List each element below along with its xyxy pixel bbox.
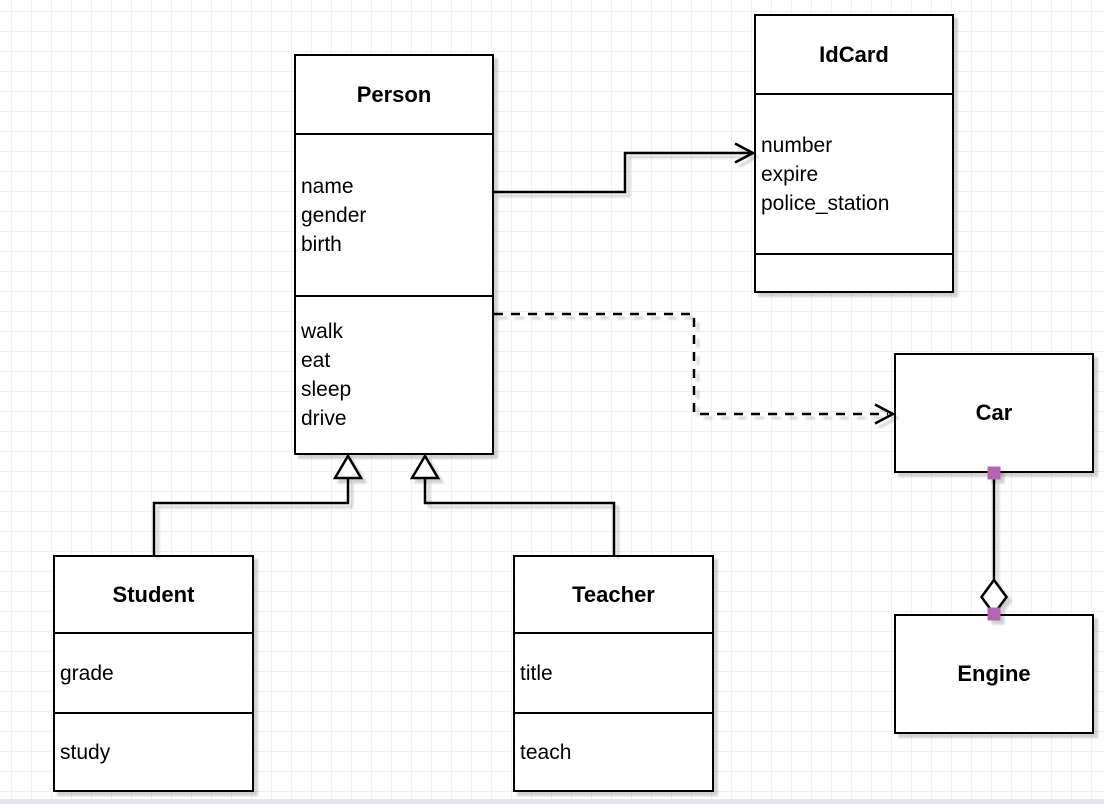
method-item: sleep bbox=[301, 378, 352, 401]
class-teacher-title: Teacher bbox=[572, 581, 655, 607]
attribute-item: birth bbox=[301, 232, 342, 256]
class-teacher[interactable]: Teacher title teach bbox=[513, 555, 714, 792]
class-engine-title: Engine bbox=[957, 661, 1031, 686]
edge-association-person-idcard[interactable] bbox=[494, 142, 756, 194]
class-person-attributes: name gender birth bbox=[296, 133, 492, 295]
canvas-bottom-edge bbox=[0, 799, 1104, 804]
edge-aggregation-car-engine[interactable] bbox=[979, 466, 1009, 621]
class-car[interactable]: Car bbox=[894, 353, 1094, 473]
method-item: teach bbox=[520, 740, 572, 764]
class-idcard[interactable]: IdCard number expire police_station bbox=[754, 14, 954, 293]
class-student-title: Student bbox=[112, 581, 195, 607]
hollow-diamond-icon bbox=[979, 577, 1009, 617]
attribute-item: number bbox=[761, 133, 833, 157]
class-student-attributes: grade bbox=[55, 632, 252, 712]
class-car-title: Car bbox=[975, 400, 1013, 425]
class-student[interactable]: Student grade study bbox=[53, 555, 254, 792]
attribute-item: expire bbox=[761, 162, 819, 186]
class-person-methods: walk eat sleep drive bbox=[296, 295, 492, 453]
method-item: walk bbox=[301, 320, 344, 343]
open-arrow-icon bbox=[874, 403, 896, 425]
class-engine[interactable]: Engine bbox=[894, 614, 1094, 734]
hollow-triangle-icon bbox=[332, 453, 364, 480]
attribute-item: title bbox=[520, 661, 553, 685]
class-person[interactable]: Person name gender birth walk eat sleep drive bbox=[294, 54, 494, 455]
hollow-triangle-icon bbox=[409, 453, 441, 480]
open-arrow-icon bbox=[734, 142, 756, 164]
class-student-methods: study bbox=[55, 712, 252, 790]
class-person-title: Person bbox=[356, 81, 432, 107]
attribute-item: name bbox=[301, 174, 354, 198]
edge-generalization-teacher-person[interactable] bbox=[409, 453, 616, 555]
edge-dependency-person-car[interactable] bbox=[494, 312, 896, 425]
method-item: study bbox=[60, 740, 111, 764]
method-item: drive bbox=[301, 407, 347, 430]
edge-generalization-student-person[interactable] bbox=[152, 453, 364, 555]
class-teacher-methods: teach bbox=[515, 712, 712, 790]
class-idcard-title: IdCard bbox=[819, 41, 889, 67]
attribute-item: gender bbox=[301, 203, 367, 227]
attribute-item: grade bbox=[60, 661, 114, 685]
method-item: eat bbox=[301, 349, 331, 372]
class-idcard-attributes: number expire police_station bbox=[756, 93, 952, 253]
class-idcard-methods bbox=[756, 253, 952, 291]
class-teacher-attributes: title bbox=[515, 632, 712, 712]
attribute-item: police_station bbox=[761, 191, 890, 215]
